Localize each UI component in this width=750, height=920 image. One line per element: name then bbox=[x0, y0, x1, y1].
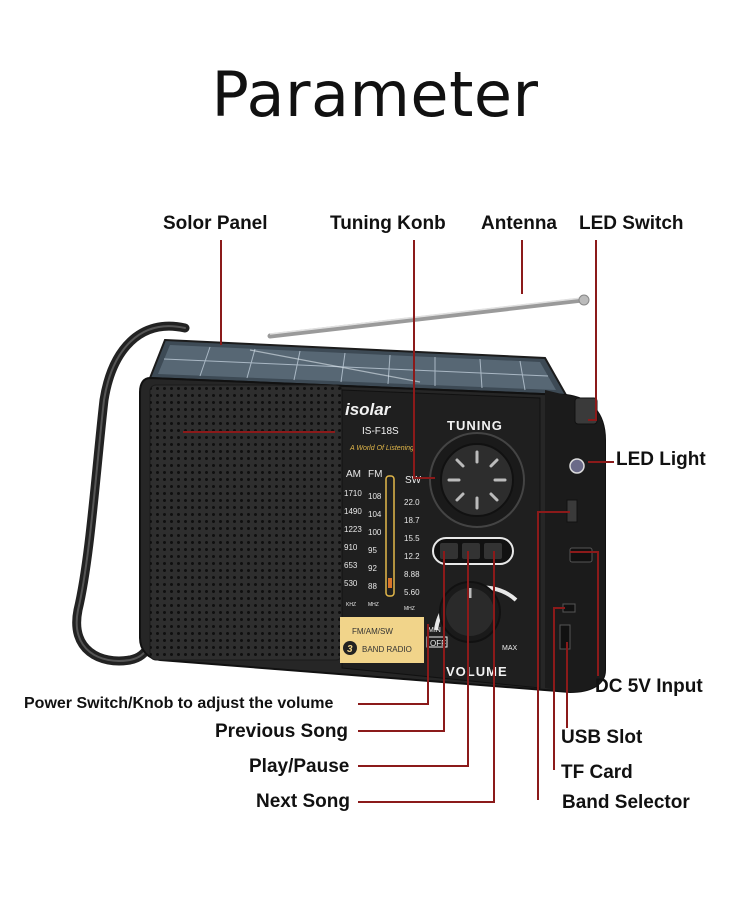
brand-slogan: A World Of Listening bbox=[349, 445, 414, 452]
unit-mhz-sw: MHZ bbox=[404, 606, 415, 612]
svg-text:FM/AM/SW: FM/AM/SW bbox=[352, 627, 393, 636]
band-badge: FM/AM/SW 3 BAND RADIO bbox=[340, 617, 424, 663]
volume-knob[interactable] bbox=[434, 581, 518, 643]
label-tf-card: TF Card bbox=[561, 762, 633, 783]
fm-scale-value: 88 bbox=[368, 582, 377, 591]
model-number: IS-F18S bbox=[362, 426, 399, 437]
svg-text:BAND RADIO: BAND RADIO bbox=[362, 645, 412, 654]
svg-text:3: 3 bbox=[347, 644, 353, 655]
tuning-knob[interactable] bbox=[429, 432, 525, 528]
label-usb-slot: USB Slot bbox=[561, 727, 643, 748]
sw-scale-value: 15.5 bbox=[404, 534, 420, 543]
frequency-scale: AM FM SW 1710 1490 1223 910 653 530 108 104 100… bbox=[344, 469, 422, 612]
label-play-pause: Play/Pause bbox=[249, 756, 350, 777]
tuning-needle bbox=[388, 578, 392, 588]
fm-scale-value: 95 bbox=[368, 546, 377, 555]
scale-header-am: AM bbox=[346, 469, 361, 480]
min-label: MIN bbox=[428, 627, 441, 634]
fm-scale-value: 92 bbox=[368, 564, 377, 573]
sw-scale-value: 22.0 bbox=[404, 498, 420, 507]
am-scale-value: 1710 bbox=[344, 489, 362, 498]
label-next-song: Next Song bbox=[256, 791, 350, 812]
scale-header-fm: FM bbox=[368, 469, 382, 480]
label-led-switch: LED Switch bbox=[579, 213, 684, 234]
label-previous-song: Previous Song bbox=[215, 721, 349, 742]
max-label: MAX bbox=[502, 645, 518, 652]
off-label: OFF bbox=[430, 639, 446, 648]
previous-song-button[interactable] bbox=[440, 543, 458, 559]
unit-mhz-fm: MHZ bbox=[368, 602, 379, 608]
label-led-light: LED Light bbox=[616, 449, 706, 470]
sw-scale-value: 12.2 bbox=[404, 552, 420, 561]
am-scale-value: 1490 bbox=[344, 507, 362, 516]
label-band-selector: Band Selector bbox=[562, 792, 690, 813]
am-scale-value: 910 bbox=[344, 543, 358, 552]
usb-slot-port bbox=[559, 624, 571, 650]
label-dc-input: DC 5V Input bbox=[595, 676, 703, 697]
led-light-lens bbox=[569, 458, 585, 474]
am-scale-value: 653 bbox=[344, 561, 358, 570]
label-antenna: Antenna bbox=[481, 213, 557, 234]
volume-label: VOLUME bbox=[446, 664, 508, 679]
am-scale-value: 1223 bbox=[344, 525, 362, 534]
tuning-window bbox=[385, 475, 395, 597]
fm-scale-value: 100 bbox=[368, 528, 382, 537]
leader-lines bbox=[183, 240, 614, 803]
sw-scale-value: 8.88 bbox=[404, 570, 420, 579]
dc-input-port bbox=[569, 547, 593, 563]
sw-scale-value: 18.7 bbox=[404, 516, 420, 525]
antenna-rod bbox=[267, 294, 590, 339]
unit-khz: KHZ bbox=[346, 602, 356, 608]
fm-scale-value: 108 bbox=[368, 492, 382, 501]
play-pause-button[interactable] bbox=[462, 543, 480, 559]
sw-scale-value: 5.60 bbox=[404, 588, 420, 597]
scale-header-sw: SW bbox=[405, 475, 422, 486]
page-title: Parameter bbox=[211, 58, 539, 131]
fm-scale-value: 104 bbox=[368, 510, 382, 519]
label-tuning-knob: Tuning Konb bbox=[330, 213, 446, 234]
tuning-label: TUNING bbox=[447, 418, 503, 433]
brand-logo: isolar bbox=[345, 400, 392, 419]
am-scale-value: 530 bbox=[344, 579, 358, 588]
label-power-switch: Power Switch/Knob to adjust the volume bbox=[24, 695, 334, 712]
label-solar-panel: Solor Panel bbox=[163, 213, 268, 234]
